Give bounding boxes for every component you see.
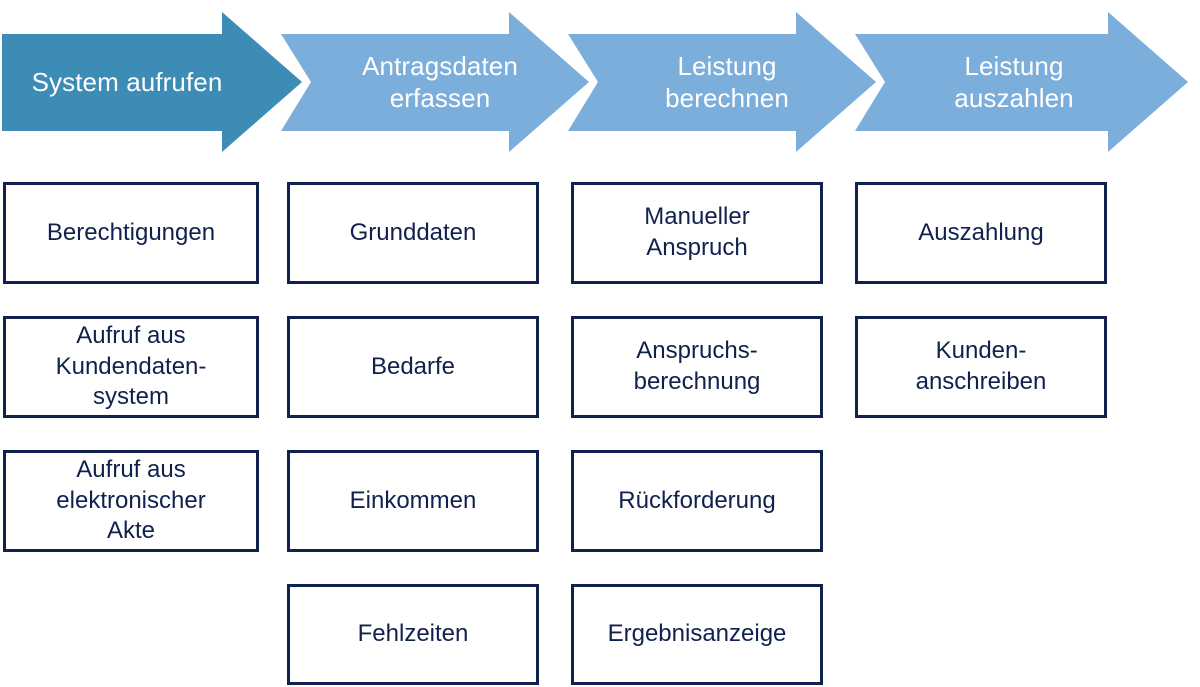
step-box[interactable]: Manueller Anspruch — [571, 182, 823, 284]
step-box-label: Anspruchs- berechnung — [633, 337, 761, 395]
step-box[interactable]: Anspruchs- berechnung — [571, 316, 823, 418]
step-box-label: Fehlzeiten — [357, 620, 469, 648]
step-box-label: Aufruf aus Kundendaten- system — [55, 321, 207, 411]
step-box[interactable]: Fehlzeiten — [287, 584, 539, 685]
step-box-label: Aufruf aus elektronischer Akte — [56, 455, 206, 545]
step-box[interactable]: Bedarfe — [287, 316, 539, 418]
step-box[interactable]: Ergebnisanzeige — [571, 584, 823, 685]
step-box[interactable]: Kunden- anschreiben — [855, 316, 1107, 418]
step-box-label: Ergebnisanzeige — [607, 620, 787, 648]
step-box[interactable]: Berechtigungen — [3, 182, 259, 284]
step-box-label: Bedarfe — [370, 352, 456, 380]
phase-arrow-shape-4[interactable] — [855, 12, 1188, 152]
step-box-label: Berechtigungen — [46, 218, 216, 246]
phase-arrow-shape-2[interactable] — [281, 12, 589, 152]
process-arrow-band: System aufrufen Antragsdaten erfassen Le… — [0, 0, 1200, 165]
step-box[interactable]: Auszahlung — [855, 182, 1107, 284]
step-box-label: Einkommen — [349, 486, 477, 514]
step-box[interactable]: Aufruf aus Kundendaten- system — [3, 316, 259, 418]
arrow-shapes — [2, 12, 1188, 152]
step-box[interactable]: Rückforderung — [571, 450, 823, 552]
phase-arrow-shape-3[interactable] — [568, 12, 876, 152]
step-box[interactable]: Grunddaten — [287, 182, 539, 284]
step-box[interactable]: Einkommen — [287, 450, 539, 552]
step-box-label: Kunden- anschreiben — [915, 337, 1047, 395]
phase-arrow-shape-1[interactable] — [2, 12, 302, 152]
step-box-label: Auszahlung — [918, 218, 1044, 246]
step-box-label: Manueller Anspruch — [644, 203, 750, 261]
step-box-label: Rückforderung — [618, 486, 776, 514]
step-box[interactable]: Aufruf aus elektronischer Akte — [3, 450, 259, 552]
step-box-label: Grunddaten — [349, 218, 477, 246]
